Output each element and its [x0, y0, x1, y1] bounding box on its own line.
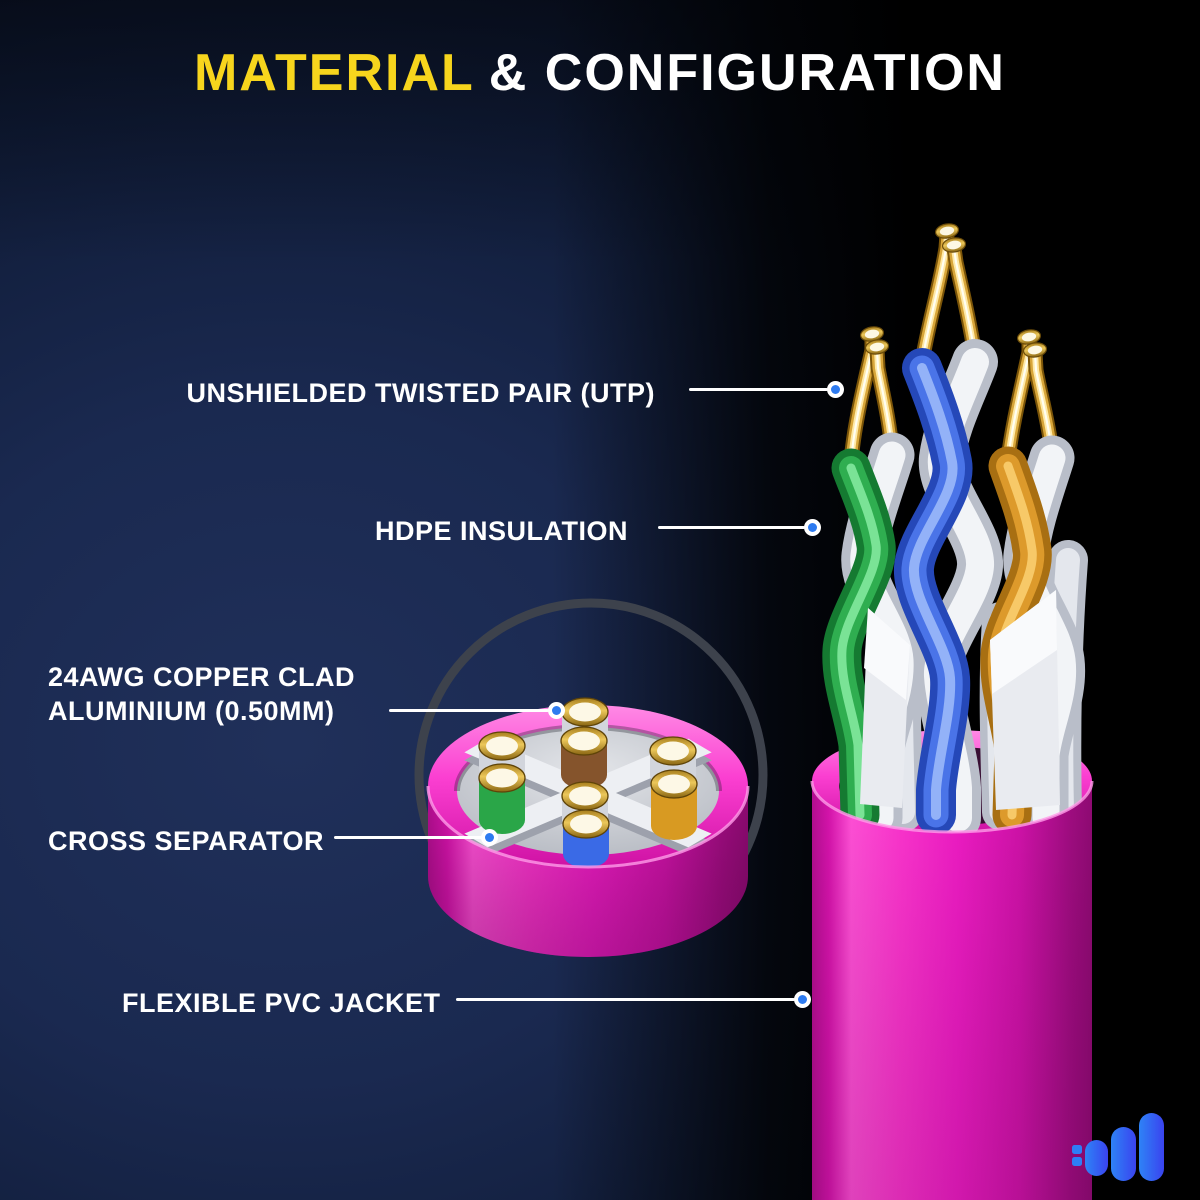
callout-dot-jacket	[794, 991, 811, 1008]
cable-separator-strips	[860, 590, 1060, 810]
label-jacket: FLEXIBLE PVC JACKET	[122, 988, 441, 1018]
leader-line-hdpe	[658, 526, 805, 529]
label-hdpe: HDPE INSULATION	[374, 516, 628, 546]
copper-tips	[860, 223, 1048, 358]
cs-wires	[478, 697, 698, 868]
leader-line-jacket	[456, 998, 795, 1001]
label-cross-separator: CROSS SEPARATOR	[48, 826, 325, 856]
leader-line-awg	[389, 709, 549, 712]
leader-line-cross	[334, 836, 482, 839]
pair-blue-white	[894, 339, 1003, 841]
callout-dot-utp	[827, 381, 844, 398]
page-title: MATERIAL& CONFIGURATION	[0, 47, 1200, 99]
callout-dot-awg	[548, 702, 565, 719]
cable	[810, 223, 1094, 1200]
title-material: MATERIAL	[193, 44, 475, 102]
callout-dot-hdpe	[804, 519, 821, 536]
label-utp: UNSHIELDED TWISTED PAIR (UTP)	[186, 378, 655, 408]
brand-logo	[1072, 1113, 1164, 1181]
leader-line-utp	[689, 388, 828, 391]
callout-dot-cross	[481, 829, 498, 846]
cross-section	[426, 697, 750, 957]
title-configuration: & CONFIGURATION	[488, 44, 1006, 102]
